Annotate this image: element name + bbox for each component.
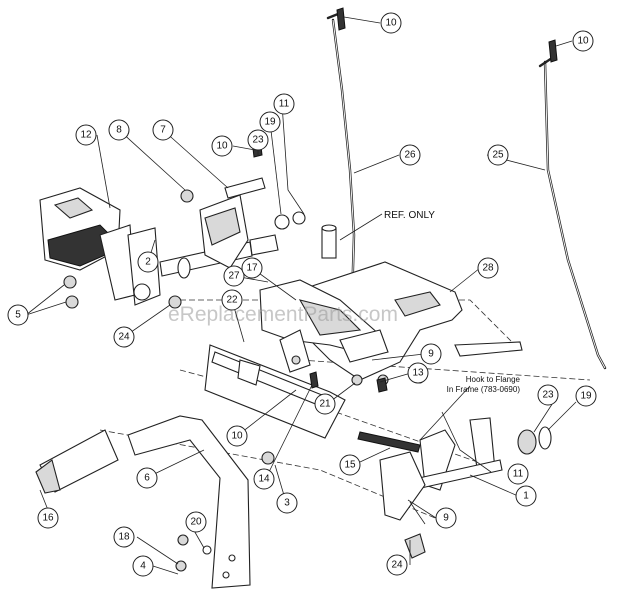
control-rod-26	[326, 12, 356, 302]
brake-arm-assembly	[199, 177, 279, 269]
ref-only-tube	[321, 224, 337, 259]
brake-pedal-12	[39, 187, 136, 301]
cross-channel-22	[204, 344, 346, 439]
callout-10-mid: 10	[211, 135, 233, 157]
svg-text:10: 10	[231, 431, 243, 442]
svg-text:11: 11	[279, 99, 290, 110]
callout-23-lower: 23	[537, 384, 559, 406]
svg-text:28: 28	[482, 263, 494, 274]
pedal-grip-16	[35, 429, 119, 494]
callout-18: 18	[113, 526, 135, 548]
svg-text:21: 21	[319, 399, 331, 410]
small-hardware	[63, 7, 558, 572]
callout-22: 22	[221, 289, 243, 311]
svg-text:10: 10	[577, 36, 589, 47]
callout-24-upper: 24	[113, 326, 135, 348]
callout-24-lower: 24	[386, 554, 408, 576]
svg-text:23: 23	[252, 135, 264, 146]
svg-text:8: 8	[116, 125, 122, 136]
callout-14: 14	[253, 468, 275, 490]
svg-text:26: 26	[404, 150, 416, 161]
callout-11-lower: 11	[507, 463, 529, 485]
ref-only-label: REF. ONLY	[384, 210, 435, 221]
svg-text:22: 22	[226, 295, 238, 306]
callout-28: 28	[477, 257, 499, 279]
callout-11-upper: 11	[273, 93, 295, 115]
svg-text:12: 12	[80, 130, 92, 141]
callout-5: 5	[7, 304, 29, 326]
callout-10-top: 10	[380, 12, 402, 34]
svg-text:23: 23	[542, 390, 554, 401]
callout-10-right: 10	[572, 30, 594, 52]
svg-text:17: 17	[246, 263, 258, 274]
callout-15: 15	[339, 454, 361, 476]
callout-23-upper: 23	[247, 129, 269, 151]
svg-text:6: 6	[144, 473, 150, 484]
svg-text:1: 1	[523, 491, 529, 502]
hook-note-line2: In Frame (783-0690)	[447, 385, 521, 394]
linkage-assembly	[259, 279, 389, 373]
svg-text:9: 9	[443, 513, 449, 524]
svg-text:3: 3	[284, 498, 290, 509]
hook-note-line1: Hook to Flange	[466, 375, 521, 384]
svg-text:15: 15	[344, 460, 356, 471]
svg-text:10: 10	[216, 141, 228, 152]
svg-text:4: 4	[140, 561, 146, 572]
svg-text:16: 16	[42, 513, 54, 524]
callout-19-lower: 19	[575, 385, 597, 407]
watermark-text: eReplacementParts.com	[168, 303, 398, 326]
callout-4: 4	[132, 555, 154, 577]
callout-8: 8	[108, 119, 130, 141]
callout-9-lower: 9	[435, 507, 457, 529]
callout-27: 27	[223, 265, 245, 287]
callout-17: 17	[241, 257, 263, 279]
svg-text:5: 5	[15, 310, 21, 321]
callout-9-upper: 9	[420, 343, 442, 365]
svg-text:24: 24	[391, 560, 403, 571]
callout-3: 3	[276, 492, 298, 514]
callout-10-lower: 10	[226, 425, 248, 447]
svg-text:27: 27	[228, 271, 240, 282]
callout-26: 26	[399, 144, 421, 166]
svg-text:13: 13	[412, 368, 424, 379]
right-side-hardware	[517, 426, 552, 455]
svg-text:9: 9	[428, 349, 434, 360]
callout-7: 7	[152, 119, 174, 141]
callout-6: 6	[136, 467, 158, 489]
callout-19-upper: 19	[259, 111, 281, 133]
svg-text:25: 25	[492, 150, 504, 161]
callout-12: 12	[75, 124, 97, 146]
callout-16: 16	[37, 507, 59, 529]
callout-13: 13	[407, 362, 429, 384]
extension-spring-15	[357, 431, 421, 453]
pedal-lever-6	[127, 415, 251, 589]
svg-text:14: 14	[258, 474, 270, 485]
callout-25: 25	[487, 144, 509, 166]
svg-text:20: 20	[190, 517, 202, 528]
svg-text:18: 18	[118, 532, 130, 543]
callout-21: 21	[314, 393, 336, 415]
callout-1: 1	[515, 485, 537, 507]
svg-text:2: 2	[145, 257, 151, 268]
control-rod-25	[538, 56, 607, 370]
callout-2: 2	[137, 251, 159, 273]
svg-text:24: 24	[118, 332, 130, 343]
callout-20: 20	[185, 511, 207, 533]
svg-text:19: 19	[264, 117, 276, 128]
svg-text:7: 7	[160, 125, 166, 136]
svg-text:19: 19	[580, 391, 592, 402]
svg-text:10: 10	[385, 18, 397, 29]
svg-text:11: 11	[513, 469, 524, 480]
shaft-bracket-1	[379, 417, 503, 521]
